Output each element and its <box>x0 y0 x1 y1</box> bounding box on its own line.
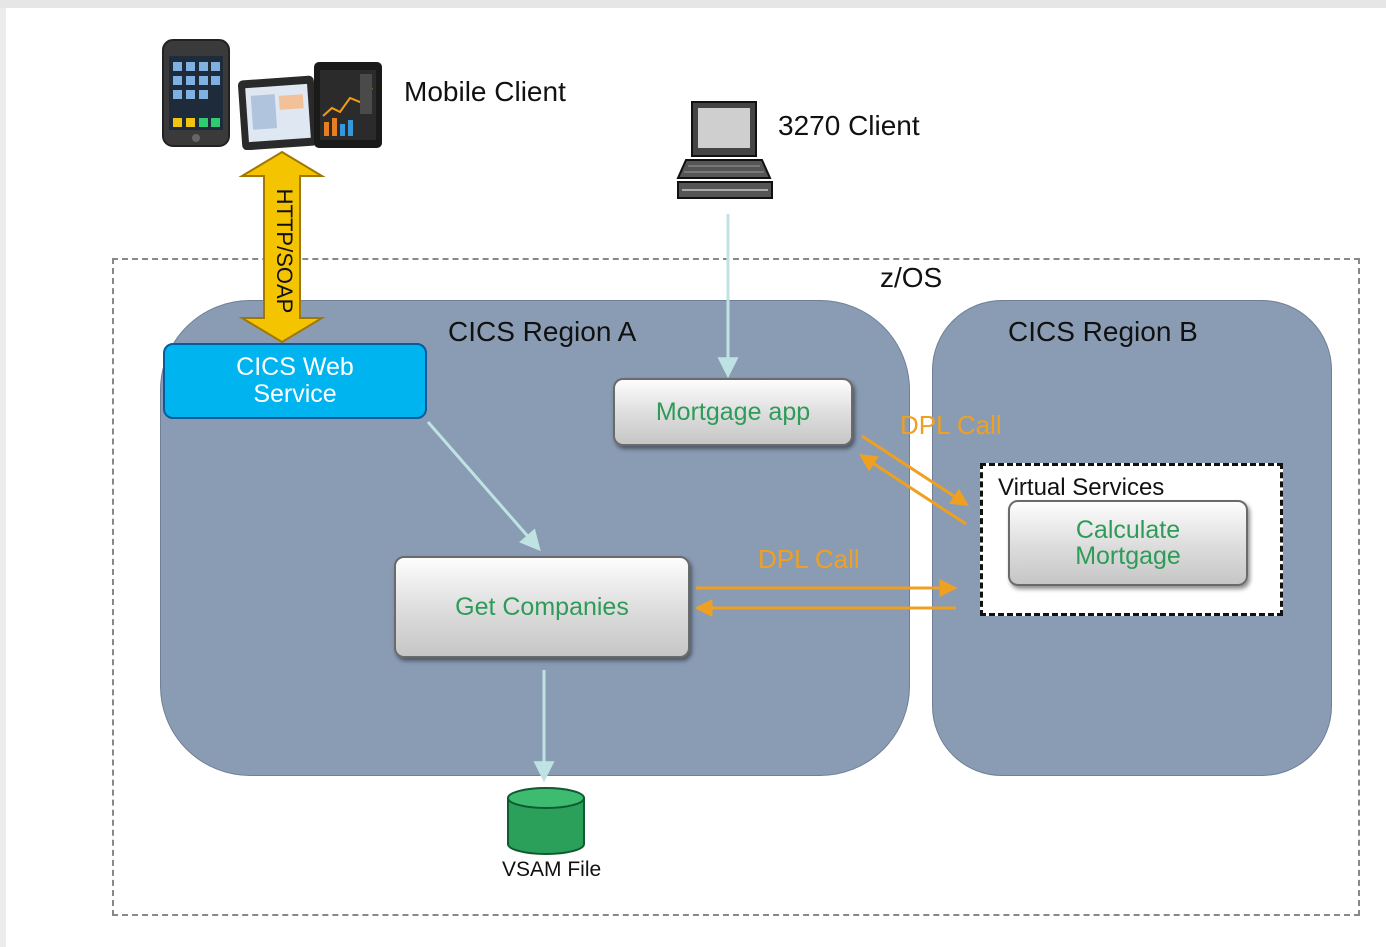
virtual-services-label: Virtual Services <box>998 474 1165 501</box>
dpl-arrow-upper-out <box>861 434 970 506</box>
tablet-icon <box>237 62 382 150</box>
vsam-file-label: VSAM File <box>502 858 602 881</box>
left-border-strip <box>0 8 6 947</box>
mortgage-app-label: Mortgage app <box>655 397 811 426</box>
calculate-mortgage-label: Calculate Mortgage <box>1075 515 1181 570</box>
smartphone-icon <box>162 39 230 147</box>
mortgage-app-box: Mortgage app <box>613 378 853 446</box>
mobile-devices-group <box>162 39 382 150</box>
zos-boundary <box>112 258 1360 916</box>
dpl-call-lower-label: DPL Call <box>758 544 860 574</box>
region-a-label: CICS Region A <box>448 316 637 347</box>
top-border-strip <box>0 0 1386 8</box>
dpl-arrow-upper-back <box>858 454 967 526</box>
database-cylinder-icon <box>507 787 585 855</box>
get-companies-box: Get Companies <box>394 556 690 658</box>
calculate-mortgage-box: Calculate Mortgage <box>1008 500 1248 586</box>
http-soap-double-arrow <box>238 150 326 344</box>
mobile-client-label: Mobile Client <box>404 76 566 107</box>
http-soap-label: HTTP/SOAP <box>272 188 297 314</box>
zos-label: z/OS <box>880 262 943 293</box>
3270-client-label: 3270 Client <box>778 110 920 141</box>
cics-web-service-label: CICS Web Service <box>236 352 354 408</box>
region-b-label: CICS Region B <box>1008 316 1198 347</box>
computer-terminal-icon <box>676 101 773 199</box>
get-companies-label: Get Companies <box>455 592 629 621</box>
dpl-call-upper-label: DPL Call <box>900 410 1002 440</box>
cics-web-service-box: CICS Web Service <box>163 343 427 419</box>
connector-webservice-to-getcompanies <box>426 421 541 552</box>
